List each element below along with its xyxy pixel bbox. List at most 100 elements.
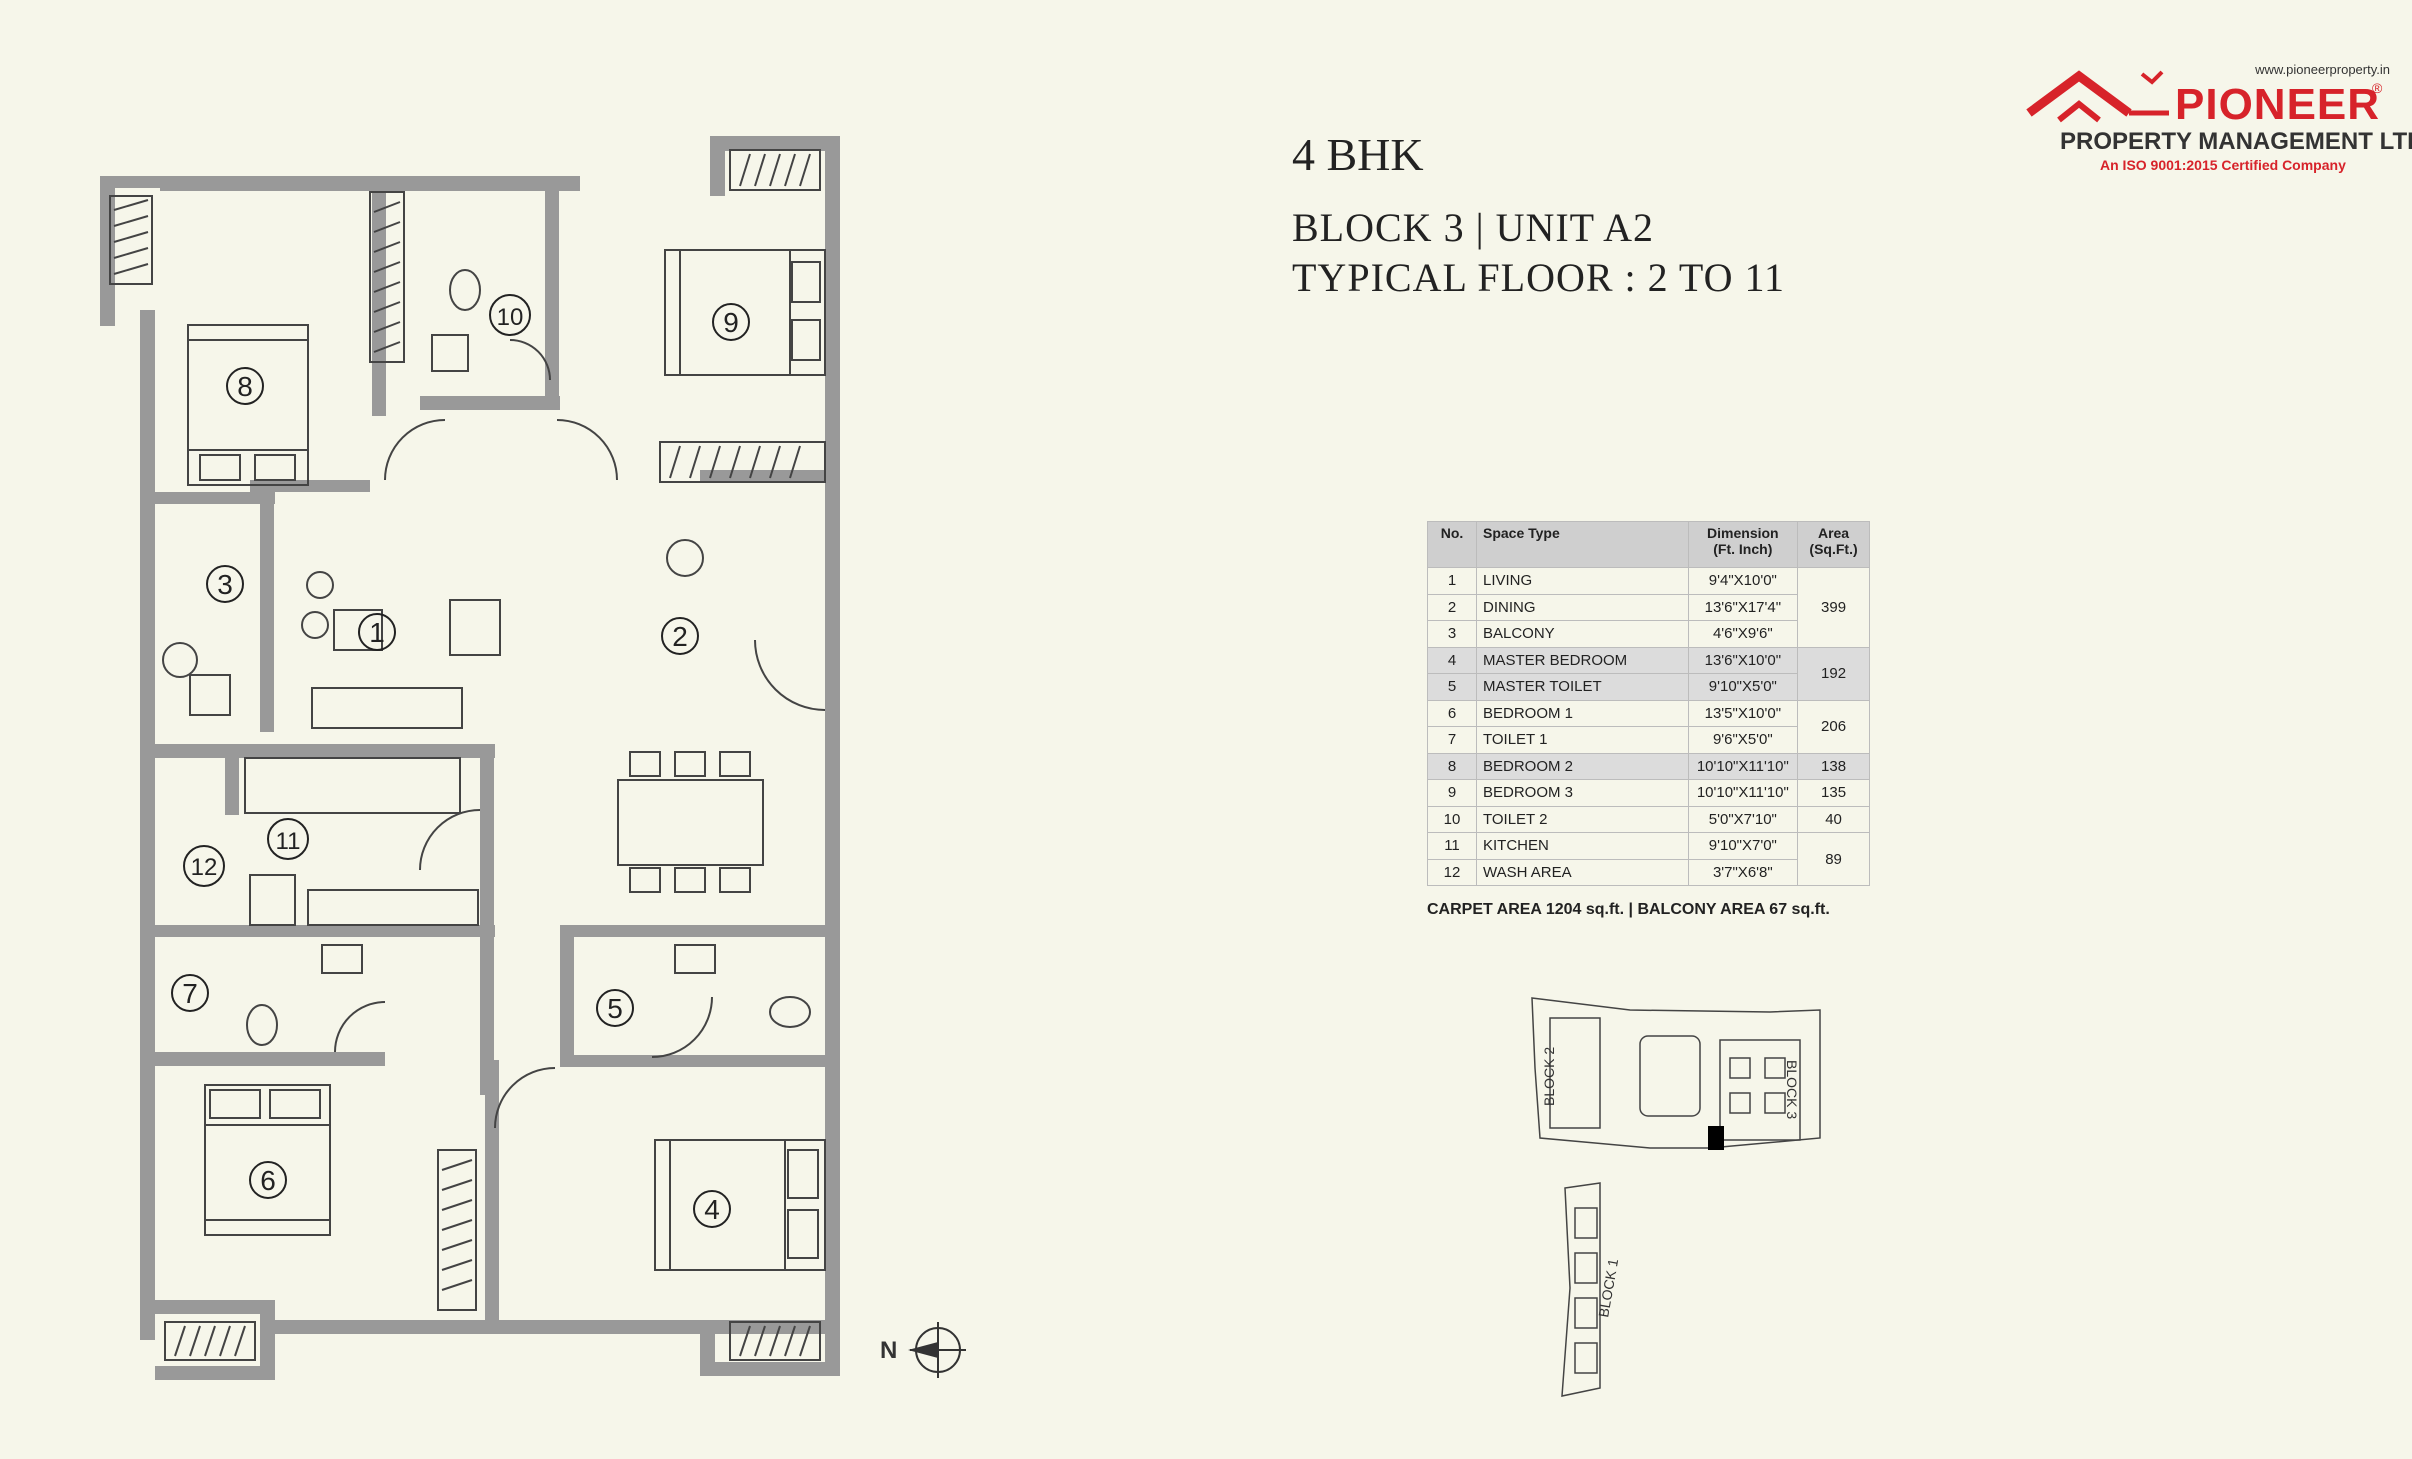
key-plan-site-outline: [1531, 997, 1821, 1149]
cell-no: 2: [1427, 593, 1477, 621]
table-row: 7 TOILET 1 9'6"X5'0": [1427, 726, 1870, 754]
cell-dimension: 10'10"X11'10": [1687, 752, 1799, 780]
logo-url: www.pioneerproperty.in: [2255, 62, 2390, 77]
cell-no: 3: [1427, 620, 1477, 648]
cell-space: TOILET 2: [1475, 805, 1689, 833]
table-row: 11 KITCHEN 9'10"X7'0" 89: [1427, 832, 1870, 886]
floor-range-heading: TYPICAL FLOOR : 2 TO 11: [1292, 255, 1786, 300]
cell-no: 8: [1427, 752, 1477, 780]
compass-north-label: N: [880, 1337, 897, 1364]
header-dimension-line2: (Ft. Inch): [1713, 541, 1773, 557]
block-unit-heading: BLOCK 3 | UNIT A2: [1292, 205, 1655, 250]
table-row: 3 BALCONY 4'6"X9'6": [1427, 620, 1870, 648]
table-row: 1 LIVING 9'4"X10'0" 399: [1427, 567, 1870, 648]
cell-area: 40: [1797, 805, 1870, 833]
floor-plan: 1 2 3 4 5 6 7 8 9 10 11 12: [100, 136, 840, 1380]
plan-fixtures: [109, 149, 826, 1361]
cell-no: 7: [1427, 726, 1477, 754]
compass-icon: [908, 1322, 966, 1378]
room-marker-3: 3: [206, 565, 244, 603]
header-dimension-line1: Dimension: [1707, 525, 1779, 541]
cell-no: 12: [1427, 858, 1477, 886]
table-row: 12 WASH AREA 3'7"X6'8": [1427, 858, 1870, 886]
table-row: 2 DINING 13'6"X17'4": [1427, 593, 1870, 621]
room-number-markers: 1 2 3 4 5 6 7 8 9 10 11 12: [171, 294, 750, 1228]
cell-dimension: 13'6"X17'4": [1687, 593, 1799, 621]
room-number-4: 4: [704, 1194, 720, 1225]
room-marker-4: 4: [693, 1190, 731, 1228]
table-row: 4 MASTER BEDROOM 13'6"X10'0" 192: [1427, 646, 1870, 701]
cell-area: 135: [1797, 779, 1870, 807]
key-plan: BLOCK 2 BLOCK 3 BLOCK 1: [1531, 997, 1821, 1397]
cell-space: BEDROOM 2: [1475, 752, 1689, 780]
cell-space: BALCONY: [1475, 620, 1689, 648]
logo-registered-mark: ®: [2372, 80, 2383, 96]
cell-dimension: 3'7"X6'8": [1687, 858, 1799, 886]
table-row: 8 BEDROOM 2 10'10"X11'10" 138: [1427, 752, 1870, 780]
room-number-5: 5: [607, 993, 623, 1024]
room-number-2: 2: [672, 621, 688, 652]
cell-dimension: 4'6"X9'6": [1687, 620, 1799, 648]
cell-no: 9: [1427, 779, 1477, 807]
table-row: 9 BEDROOM 3 10'10"X11'10" 135: [1427, 779, 1870, 807]
room-number-3: 3: [217, 569, 233, 600]
room-number-6: 6: [260, 1165, 276, 1196]
header-area-line1: Area: [1817, 525, 1850, 541]
key-plan-label-block1: BLOCK 1: [1595, 1257, 1621, 1318]
cell-dimension: 9'10"X5'0": [1687, 673, 1799, 701]
cell-dimension: 5'0"X7'10": [1687, 805, 1799, 833]
room-number-12: 12: [191, 854, 218, 881]
cell-space: WASH AREA: [1475, 858, 1689, 886]
house-roof-icon: [2026, 70, 2169, 123]
cell-space: DINING: [1475, 593, 1689, 621]
room-number-10: 10: [497, 304, 524, 331]
unit-location-marker: [1708, 1126, 1724, 1150]
cell-space: KITCHEN: [1475, 832, 1689, 860]
table-header-row: No. Space Type Dimension(Ft. Inch) Area(…: [1427, 521, 1870, 568]
cell-no: 4: [1427, 646, 1477, 674]
cell-space: MASTER TOILET: [1475, 673, 1689, 701]
key-plan-block1-outline: [1561, 1182, 1601, 1397]
logo-wordmark: PIONEER: [2175, 80, 2381, 129]
cell-no: 6: [1427, 699, 1477, 727]
cell-area: 192: [1797, 646, 1870, 701]
area-summary: CARPET AREA 1204 sq.ft. | BALCONY AREA 6…: [1427, 901, 1830, 918]
cell-space: TOILET 1: [1475, 726, 1689, 754]
key-plan-label-block2: BLOCK 2: [1541, 1047, 1557, 1106]
cell-area: 206: [1797, 699, 1870, 754]
room-marker-11: 11: [267, 818, 309, 860]
cell-dimension: 9'4"X10'0": [1687, 567, 1799, 595]
cell-no: 10: [1427, 805, 1477, 833]
cell-no: 11: [1427, 832, 1477, 860]
area-table: No. Space Type Dimension(Ft. Inch) Area(…: [1427, 521, 1870, 886]
cell-space: LIVING: [1475, 567, 1689, 595]
room-marker-10: 10: [489, 294, 531, 336]
room-number-1: 1: [369, 617, 385, 648]
cell-area: 89: [1797, 832, 1870, 886]
logo-subtitle: PROPERTY MANAGEMENT LTD.: [2060, 128, 2412, 155]
cell-space: BEDROOM 1: [1475, 699, 1689, 727]
header-area: Area(Sq.Ft.): [1797, 521, 1870, 568]
table-row: 10 TOILET 2 5'0"X7'10" 40: [1427, 805, 1870, 833]
room-number-9: 9: [723, 307, 739, 338]
north-compass: N: [880, 1322, 966, 1378]
table-row: 6 BEDROOM 1 13'5"X10'0" 206: [1427, 699, 1870, 754]
room-marker-5: 5: [596, 989, 634, 1027]
table-row: 5 MASTER TOILET 9'10"X5'0": [1427, 673, 1870, 701]
cell-dimension: 9'6"X5'0": [1687, 726, 1799, 754]
logo-certification: An ISO 9001:2015 Certified Company: [2100, 157, 2346, 173]
room-number-8: 8: [237, 371, 253, 402]
header-area-line2: (Sq.Ft.): [1809, 541, 1858, 557]
room-marker-9: 9: [712, 303, 750, 341]
key-plan-label-block3: BLOCK 3: [1784, 1060, 1800, 1119]
cell-dimension: 13'5"X10'0": [1687, 699, 1799, 727]
unit-type-heading: 4 BHK: [1292, 129, 1424, 180]
room-marker-8: 8: [226, 367, 264, 405]
cell-space: BEDROOM 3: [1475, 779, 1689, 807]
cell-no: 1: [1427, 567, 1477, 595]
header-space-type: Space Type: [1475, 521, 1689, 568]
cell-no: 5: [1427, 673, 1477, 701]
room-marker-12: 12: [183, 845, 225, 887]
room-marker-7: 7: [171, 974, 209, 1012]
cell-dimension: 9'10"X7'0": [1687, 832, 1799, 860]
